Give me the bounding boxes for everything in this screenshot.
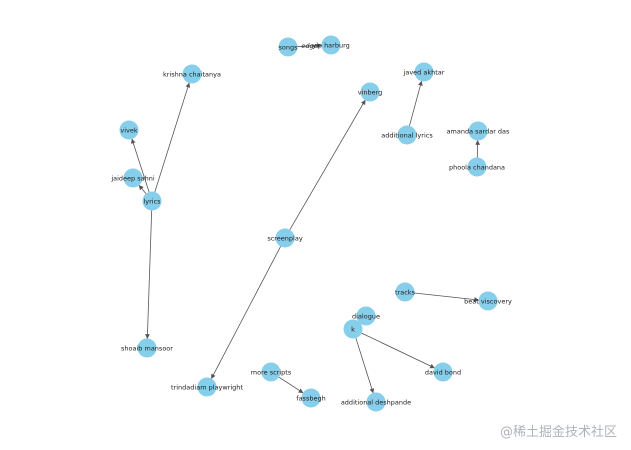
edge-more-fassbegh <box>278 376 304 394</box>
node-songs <box>278 37 298 57</box>
node-label-david: david bond <box>425 368 461 376</box>
node-trinda <box>197 377 217 397</box>
edge-lyrics-vivek <box>130 138 150 193</box>
node-label-vinberg: vinberg <box>358 88 383 96</box>
edge-screenplay-trinda <box>211 246 281 380</box>
watermark: @稀土掘金技术社区 <box>499 425 617 440</box>
node-bengs <box>478 291 498 311</box>
node-label-javed: javed akhtar <box>403 68 445 76</box>
node-jaideep <box>123 168 143 188</box>
node-david <box>433 362 453 382</box>
labels-layer: songs yip harburg krishna chaitanya javed a… <box>110 41 512 406</box>
node-label-lyrics: lyrics <box>143 197 161 205</box>
node-label-amanda: amanda sardar das <box>447 127 510 135</box>
node-krishna <box>182 64 202 84</box>
node-label-shoaib: shoaib mansoor <box>121 344 173 352</box>
node-screenplay <box>275 228 295 248</box>
node-label-more: more scripts <box>251 368 292 376</box>
node-dialogue <box>356 306 376 326</box>
node-tracks <box>395 282 415 302</box>
node-fassbegh <box>301 388 321 408</box>
node-label-k: k <box>351 325 355 333</box>
node-label-trinda: trindadiam playwright <box>171 383 243 391</box>
node-addesh <box>366 392 386 412</box>
node-label-vivek: vivek <box>120 126 137 134</box>
node-more <box>261 362 281 382</box>
node-label-yip: yip harburg <box>312 41 350 49</box>
node-phoola <box>467 157 487 177</box>
edge-tracks-bengs <box>414 292 480 302</box>
node-label-jaideep: jaideep sahni <box>110 174 155 182</box>
edge-addlyrics-javed <box>409 80 423 126</box>
node-addlyrics <box>397 125 417 145</box>
edge-songs-yip <box>297 43 322 49</box>
edges-layer <box>130 43 481 394</box>
node-label-phoola: phoola chandana <box>449 163 505 171</box>
node-label-addlyrics: additional lyrics <box>381 131 433 139</box>
node-label-fassbegh: fassbegh <box>296 394 325 402</box>
node-lyrics <box>142 191 162 211</box>
node-label-tracks: tracks <box>395 288 416 296</box>
node-label-screenplay: screenplay <box>267 234 303 242</box>
node-label-krishna: krishna chaitanya <box>163 70 221 78</box>
node-vivek <box>119 120 139 140</box>
edge-lyrics-krishna <box>154 82 191 193</box>
nodes-layer <box>119 35 498 412</box>
node-label-addesh: additional deshpande <box>341 398 411 406</box>
node-shoaib <box>137 338 157 358</box>
node-vinberg <box>360 82 380 102</box>
edge-lyrics-jaideep <box>138 184 147 194</box>
edge-k-david <box>361 332 435 369</box>
node-javed <box>414 62 434 82</box>
node-yip <box>321 35 341 55</box>
node-k <box>343 319 363 339</box>
node-label-dialogue: dialogue <box>352 312 380 320</box>
node-label-songs: songs <box>279 43 299 51</box>
edge-screenplay-vinberg <box>289 99 366 230</box>
edge-labels-layer: edge <box>301 42 317 50</box>
node-amanda <box>468 121 488 141</box>
node-label-bengs: beat viscovery <box>464 297 512 305</box>
edge-k-addesh <box>355 337 375 394</box>
edge-lyrics-shoaib <box>145 210 153 339</box>
edge-label: edge <box>301 42 317 50</box>
